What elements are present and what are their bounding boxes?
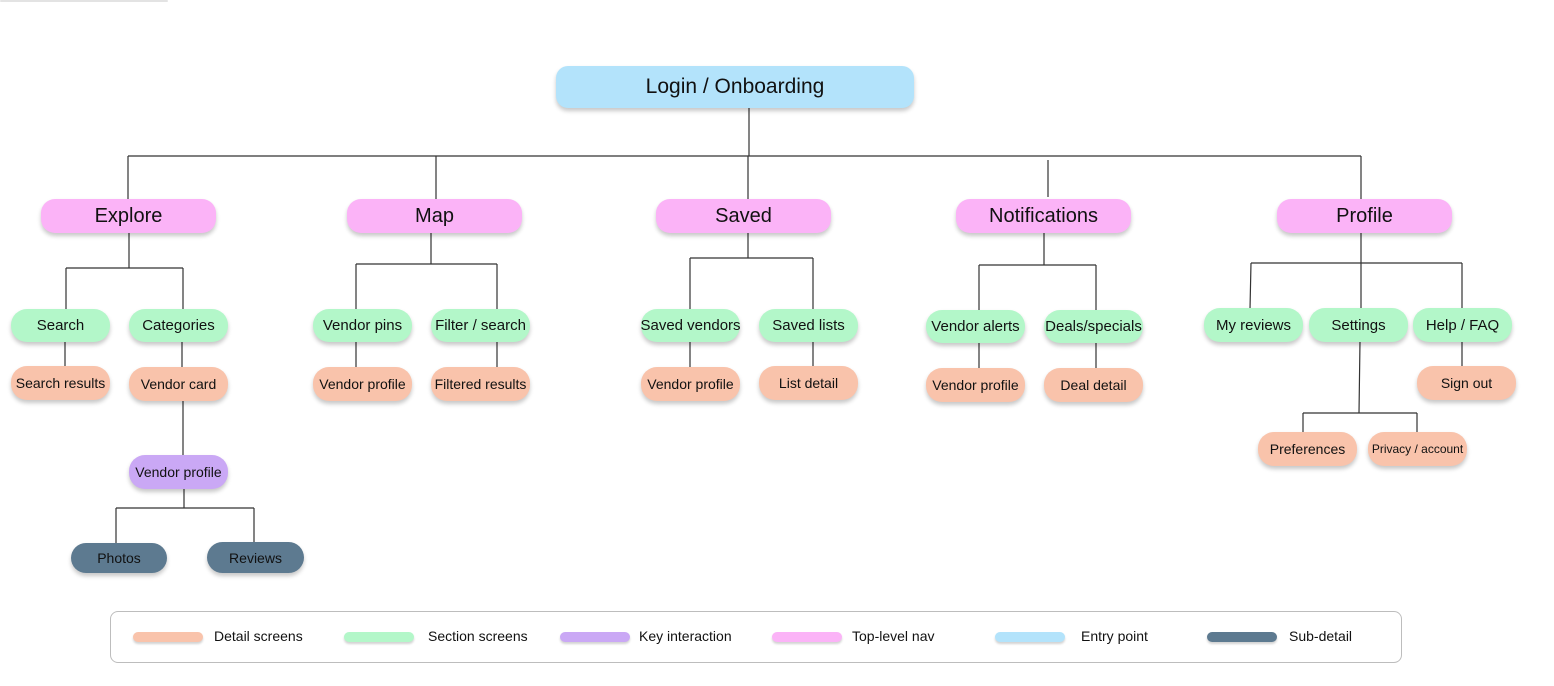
notifications-vendor-profile-node[interactable]: Vendor profile bbox=[926, 368, 1025, 402]
reviews-node[interactable]: Reviews bbox=[207, 542, 304, 573]
legend-swatch-key bbox=[560, 632, 630, 642]
profile-node[interactable]: Profile bbox=[1277, 199, 1452, 233]
legend-label-key: Key interaction bbox=[639, 628, 732, 644]
connector-line bbox=[127, 108, 1362, 200]
notifications-node[interactable]: Notifications bbox=[956, 199, 1131, 233]
sign-out-node[interactable]: Sign out bbox=[1417, 366, 1516, 400]
connector-line bbox=[1249, 232, 1463, 432]
legend-label-sub: Sub-detail bbox=[1289, 628, 1353, 644]
legend-swatch-sub bbox=[1207, 632, 1277, 642]
photos-node[interactable]: Photos bbox=[71, 543, 167, 573]
preferences-node[interactable]: Preferences bbox=[1258, 432, 1357, 466]
connector-line bbox=[355, 232, 498, 368]
legend-swatch-detail bbox=[133, 632, 203, 642]
connector-line bbox=[64, 232, 255, 543]
connector-line bbox=[689, 232, 814, 368]
legend-swatch-section bbox=[344, 632, 414, 642]
categories-node[interactable]: Categories bbox=[129, 309, 228, 342]
legend-swatch-entry bbox=[995, 632, 1065, 642]
legend-label-section: Section screens bbox=[428, 628, 528, 644]
help-faq-node[interactable]: Help / FAQ bbox=[1413, 308, 1512, 342]
vendor-alerts-node[interactable]: Vendor alerts bbox=[926, 310, 1025, 343]
map-node[interactable]: Map bbox=[347, 199, 522, 233]
privacy-account-node[interactable]: Privacy / account bbox=[1368, 432, 1467, 466]
map-vendor-profile-node[interactable]: Vendor profile bbox=[313, 367, 412, 401]
saved-node[interactable]: Saved bbox=[656, 199, 831, 233]
deals-specials-node[interactable]: Deals/specials bbox=[1044, 310, 1143, 343]
my-reviews-node[interactable]: My reviews bbox=[1204, 308, 1303, 342]
legend-swatch-top-nav bbox=[772, 632, 842, 642]
top-divider bbox=[0, 0, 168, 2]
connector-line bbox=[978, 232, 1097, 369]
settings-node[interactable]: Settings bbox=[1309, 308, 1408, 342]
vendor-pins-node[interactable]: Vendor pins bbox=[313, 309, 412, 342]
login-onboarding-node[interactable]: Login / Onboarding bbox=[556, 66, 914, 108]
vendor-profile-key-node[interactable]: Vendor profile bbox=[129, 455, 228, 489]
search-node[interactable]: Search bbox=[11, 309, 110, 342]
saved-vendors-node[interactable]: Saved vendors bbox=[640, 309, 741, 342]
filtered-results-node[interactable]: Filtered results bbox=[431, 367, 530, 401]
legend-label-detail: Detail screens bbox=[214, 628, 303, 644]
legend-label-top-nav: Top-level nav bbox=[852, 628, 935, 644]
search-results-node[interactable]: Search results bbox=[11, 366, 110, 400]
vendor-card-node[interactable]: Vendor card bbox=[129, 367, 228, 401]
saved-vendor-profile-node[interactable]: Vendor profile bbox=[641, 367, 740, 401]
saved-lists-node[interactable]: Saved lists bbox=[759, 309, 858, 342]
deal-detail-node[interactable]: Deal detail bbox=[1044, 368, 1143, 402]
filter-search-node[interactable]: Filter / search bbox=[431, 309, 530, 342]
legend: Detail screens Section screens Key inter… bbox=[110, 611, 1402, 663]
list-detail-node[interactable]: List detail bbox=[759, 366, 858, 400]
legend-label-entry: Entry point bbox=[1081, 628, 1148, 644]
explore-node[interactable]: Explore bbox=[41, 199, 216, 233]
